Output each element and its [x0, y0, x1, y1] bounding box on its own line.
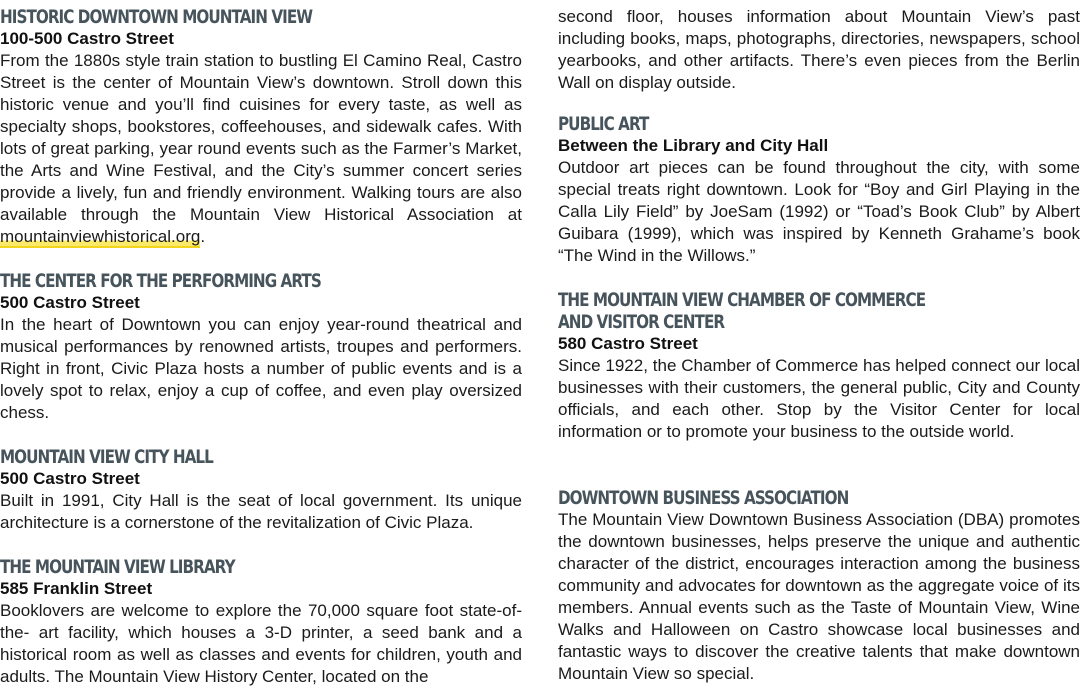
section-heading: The Mountain View Library: [0, 556, 236, 578]
section-chamber-of-commerce: The Mountain View Chamber of Commerce an…: [558, 289, 1080, 443]
section-body: Since 1922, the Chamber of Commerce has …: [558, 356, 1080, 441]
section-body: Booklovers are welcome to explore the 70…: [0, 601, 522, 686]
section-heading: Mountain View City Hall: [0, 446, 214, 468]
section-body: Outdoor art pieces can be found througho…: [558, 158, 1080, 265]
section-public-art: Public Art Between the Library and City …: [558, 113, 1080, 267]
section-address: 500 Castro Street: [0, 469, 140, 488]
heading-line-2: and Visitor Center: [558, 311, 725, 333]
section-downtown-business-association: Downtown Business Association The Mounta…: [558, 487, 1080, 685]
section-address: 580 Castro Street: [558, 334, 698, 353]
section-body: Built in 1991, City Hall is the seat of …: [0, 491, 522, 532]
section-performing-arts: The Center for the Performing Arts 500 C…: [0, 270, 522, 424]
section-heading: The Mountain View Chamber of Commerce an…: [558, 289, 976, 333]
heading-line-1: The Mountain View Chamber of Commerce: [558, 289, 926, 311]
body-text: From the 1880s style train station to bu…: [0, 51, 522, 224]
section-body: In the heart of Downtown you can enjoy y…: [0, 315, 522, 422]
section-body: From the 1880s style train station to bu…: [0, 50, 522, 248]
section-body: second floor, houses information about M…: [558, 7, 1080, 92]
section-heading: Historic Downtown Mountain View: [0, 6, 313, 28]
section-library: The Mountain View Library 585 Franklin S…: [0, 556, 522, 688]
section-library-continued: second floor, houses information about M…: [558, 6, 1080, 94]
historical-association-link[interactable]: mountainviewhistorical.org: [0, 227, 201, 248]
section-heading: Downtown Business Association: [558, 487, 849, 509]
section-body: The Mountain View Downtown Business Asso…: [558, 510, 1080, 683]
body-text-end: .: [200, 227, 206, 246]
section-historic-downtown: Historic Downtown Mountain View 100-500 …: [0, 6, 522, 248]
section-heading: Public Art: [558, 113, 649, 135]
section-address: 100-500 Castro Street: [0, 29, 174, 48]
section-address: 500 Castro Street: [0, 293, 140, 312]
section-city-hall: Mountain View City Hall 500 Castro Stree…: [0, 446, 522, 534]
section-heading: The Center for the Performing Arts: [0, 270, 322, 292]
section-address: Between the Library and City Hall: [558, 136, 829, 155]
section-address: 585 Franklin Street: [0, 579, 153, 598]
